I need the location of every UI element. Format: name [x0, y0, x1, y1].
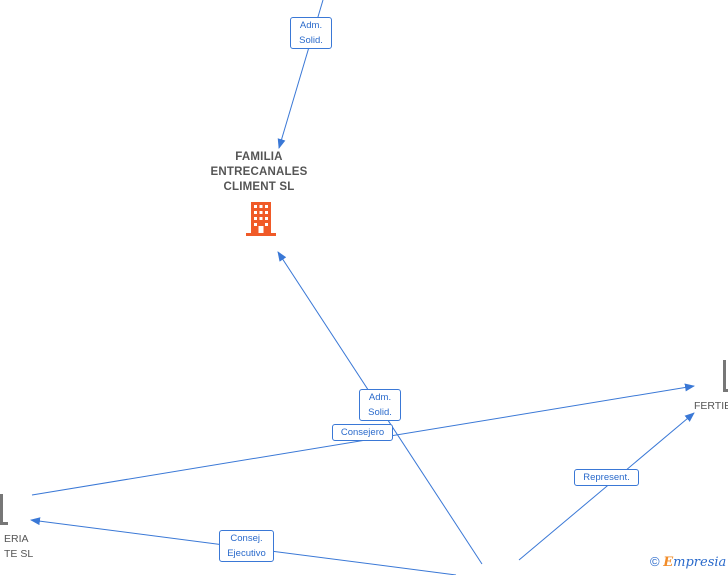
edge-label-bottom-to-left[interactable]: Consej. Ejecutivo — [219, 530, 274, 562]
edge-label-line: Solid. — [368, 407, 392, 418]
edge-label-line: Represent. — [583, 472, 630, 483]
node-name-line: FAMILIA — [235, 151, 283, 163]
building-icon[interactable] — [0, 490, 10, 531]
edge-label-line: Consej. — [230, 533, 263, 544]
copyright-symbol: © — [650, 554, 660, 569]
node-name-line: ENTRECANALES — [210, 166, 308, 178]
edge-label-line: Solid. — [299, 35, 323, 46]
node-label-left-company[interactable]: ERIA TE SL — [4, 532, 33, 562]
node-name-line: ERIA — [4, 533, 29, 545]
node-label-center-company[interactable]: FAMILIA ENTRECANALES CLIMENT SL — [199, 150, 319, 195]
building-icon[interactable] — [245, 202, 277, 241]
edge-label-line: Adm. — [299, 20, 323, 31]
edge-label-bottom-to-center[interactable]: Adm. Solid. — [359, 389, 401, 421]
edge-label-left-to-right[interactable]: Consejero — [332, 424, 393, 441]
building-icon[interactable] — [720, 360, 728, 399]
empresia-watermark: © Empresia — [650, 554, 726, 570]
edge-label-bottom-to-right[interactable]: Represent. — [574, 469, 639, 486]
node-name-line: FERTIE — [694, 400, 728, 412]
edge-label-top-to-center[interactable]: Adm. Solid. — [290, 17, 332, 49]
node-name-line: CLIMENT SL — [223, 181, 295, 193]
edge-label-line: Ejecutivo — [227, 548, 266, 559]
edge-line-bottom-to-right — [518, 412, 695, 561]
node-name-line: TE SL — [4, 548, 34, 560]
node-label-right-company[interactable]: FERTIE — [694, 399, 728, 414]
edge-label-line: Adm. — [368, 392, 392, 403]
empresia-logo: Empresia — [663, 555, 727, 570]
edge-label-line: Consejero — [340, 427, 385, 438]
